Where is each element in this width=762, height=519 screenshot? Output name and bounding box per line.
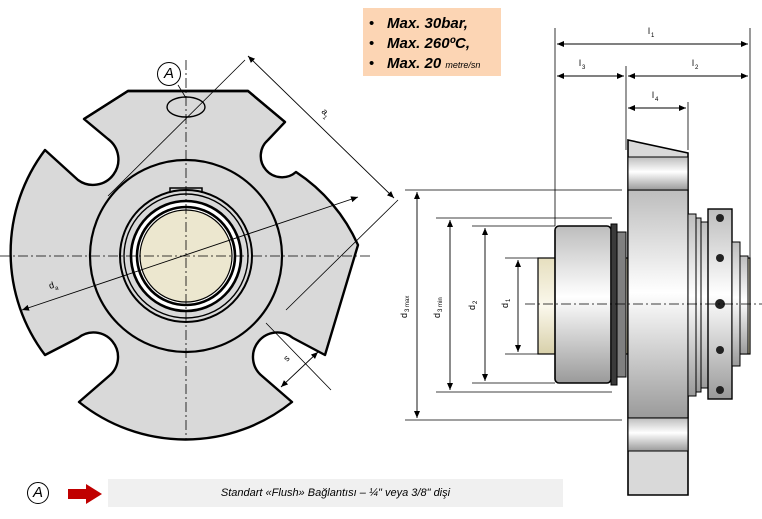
label-d3min-sub: 3 min — [438, 297, 444, 312]
legend-a-circle: A — [27, 482, 49, 504]
label-d3min: d 3 min — [432, 297, 444, 318]
label-l3-sub: 3 — [582, 65, 586, 71]
label-d3min-main: d — [432, 313, 442, 318]
spec-item: •Max. 260ºC, — [369, 35, 471, 52]
label-da: d a — [48, 280, 61, 292]
seal-sleeve — [554, 225, 612, 384]
red-arrow-icon — [68, 484, 102, 504]
label-s-main: s — [281, 353, 292, 364]
label-l1: l 1 — [648, 26, 655, 39]
label-a1: a 1 — [320, 106, 331, 122]
label-a1-sub: 1 — [321, 115, 328, 122]
screw-5 — [716, 386, 724, 394]
label-l3-main: l — [579, 58, 581, 68]
label-a1-main: a — [320, 106, 331, 117]
label-da-sub: a — [54, 285, 60, 292]
spec-box: •Max. 30bar, •Max. 260ºC, •Max. 20 metre… — [363, 8, 501, 76]
label-d3max-sub: 3 max — [405, 296, 411, 312]
label-l3: l 3 — [579, 58, 586, 71]
label-d2: d 2 — [467, 300, 479, 310]
screw-1 — [716, 214, 724, 222]
label-d2-main: d — [467, 305, 477, 310]
label-da-main: d — [48, 280, 56, 291]
label-l2-sub: 2 — [695, 65, 699, 71]
label-l4-main: l — [652, 90, 654, 100]
label-d1: d 1 — [500, 298, 512, 308]
label-l2-main: l — [692, 58, 694, 68]
label-l1-sub: 1 — [651, 33, 655, 39]
spec-item: •Max. 20 metre/sn — [369, 55, 481, 72]
label-d3max-main: d — [399, 313, 409, 318]
label-d2-sub: 2 — [473, 300, 479, 304]
screw-2 — [716, 254, 724, 262]
label-d1-sub: 1 — [506, 298, 512, 302]
front-view — [0, 55, 399, 441]
side-view — [405, 28, 762, 496]
caption-bar: Standart «Flush» Bağlantısı – ¼" veya 3/… — [108, 479, 563, 507]
spec-item: •Max. 30bar, — [369, 15, 468, 32]
legend-caption: Standart «Flush» Bağlantısı – ¼" veya 3/… — [220, 487, 451, 499]
screw-4 — [716, 346, 724, 354]
label-l4-sub: 4 — [655, 97, 659, 103]
spec-speed: Max. 20 — [387, 55, 446, 72]
label-l1-main: l — [648, 26, 650, 36]
label-l4: l 4 — [652, 90, 659, 103]
callout-a: A — [157, 62, 181, 86]
label-s: s — [281, 353, 292, 364]
spec-speed-unit: metre/sn — [445, 60, 481, 70]
label-d1-main: d — [500, 303, 510, 308]
spec-pressure: Max. 30bar, — [387, 15, 468, 32]
label-d3max: d 3 max — [399, 296, 411, 318]
spec-temperature: Max. 260ºC, — [387, 35, 471, 52]
label-l2: l 2 — [692, 58, 699, 71]
